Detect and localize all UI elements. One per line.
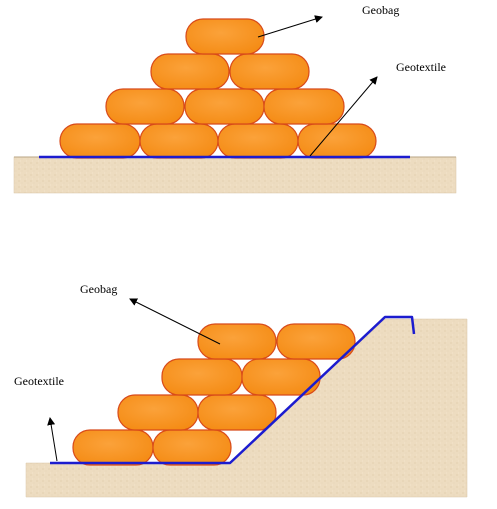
geobag	[139, 123, 219, 159]
geobag	[297, 123, 377, 159]
top-geobag-stack	[59, 18, 377, 159]
geobag	[276, 323, 356, 360]
bottom-geotextile	[50, 315, 416, 465]
bottom-figure: Geobag Geotextile	[14, 282, 468, 498]
geobag	[59, 123, 141, 159]
bottom-geotextile-arrow	[47, 417, 58, 462]
top-figure: Geobag Geotextile	[13, 3, 457, 194]
geobag	[263, 88, 345, 125]
geobag	[185, 18, 265, 55]
top-geotextile-arrow	[309, 76, 378, 157]
geobag	[217, 123, 299, 159]
top-soil-bed	[13, 156, 457, 194]
top-geobag-arrow	[257, 15, 323, 38]
geobag	[117, 394, 199, 431]
geobag	[197, 394, 277, 431]
bottom-geotextile-label: Geotextile	[14, 374, 64, 388]
top-geotextile-label: Geotextile	[396, 60, 446, 74]
geobag	[150, 53, 230, 90]
geobag	[152, 429, 232, 466]
geobag	[197, 323, 277, 360]
geobag	[72, 429, 154, 466]
geobag	[229, 53, 310, 90]
geobag	[184, 88, 265, 125]
bottom-geobag-stack	[72, 323, 356, 466]
geobag	[105, 88, 185, 125]
top-geobag-label: Geobag	[362, 3, 399, 17]
bottom-geobag-arrow	[129, 298, 221, 345]
geobag	[161, 358, 243, 396]
bottom-geobag-label: Geobag	[80, 282, 117, 296]
